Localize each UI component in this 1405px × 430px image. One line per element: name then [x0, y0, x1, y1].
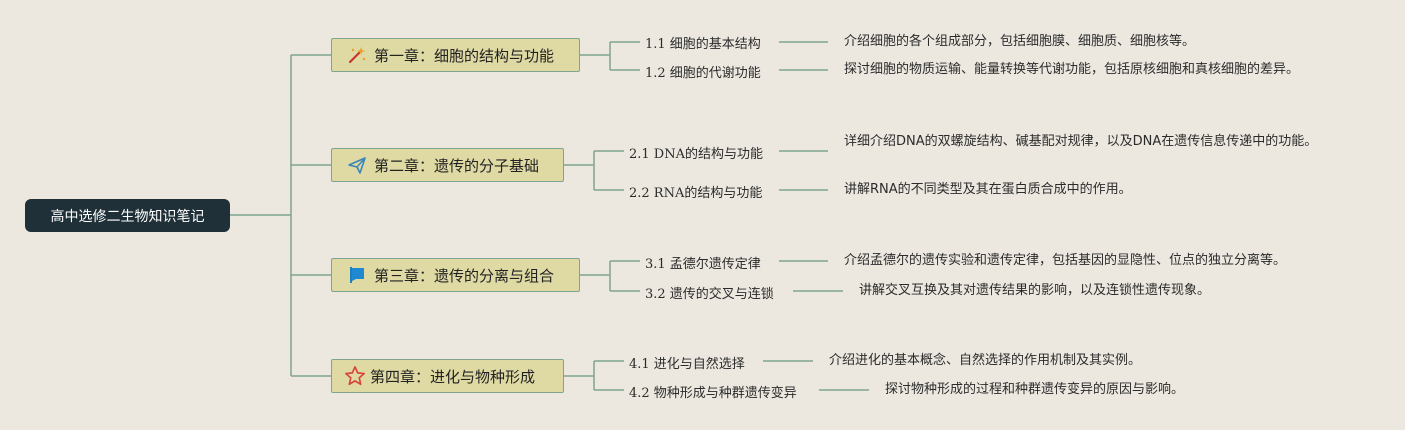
description-2-1[interactable]: 详细介绍DNA的双螺旋结构、碱基配对规律，以及DNA在遗传信息传递中的功能。	[844, 134, 1318, 149]
chapter-title-3: 第三章：遗传的分离与组合	[374, 266, 555, 285]
root-title: 高中选修二生物知识笔记	[50, 208, 205, 225]
description-4-2[interactable]: 探讨物种形成的过程和种群遗传变异的原因与影响。	[885, 382, 1185, 397]
chapter-node-3[interactable]: 第三章：遗传的分离与组合	[331, 258, 580, 292]
subtopic-1-2[interactable]: 1.2 细胞的代谢功能	[645, 66, 761, 81]
flag-icon	[346, 264, 368, 286]
description-3-1[interactable]: 介绍孟德尔的遗传实验和遗传定律，包括基因的显隐性、位点的独立分离等。	[844, 253, 1287, 268]
chapter-node-1[interactable]: 第一章：细胞的结构与功能	[331, 38, 580, 72]
description-1-1[interactable]: 介绍细胞的各个组成部分，包括细胞膜、细胞质、细胞核等。	[844, 34, 1196, 49]
subtopic-4-1[interactable]: 4.1 进化与自然选择	[629, 357, 745, 372]
chapter-title-2: 第二章：遗传的分子基础	[374, 156, 540, 175]
subtopic-2-2[interactable]: 2.2 RNA的结构与功能	[629, 186, 763, 201]
chapter-title-1: 第一章：细胞的结构与功能	[374, 46, 555, 65]
description-3-2[interactable]: 讲解交叉互换及其对遗传结果的影响，以及连锁性遗传现象。	[859, 283, 1211, 298]
description-2-2[interactable]: 讲解RNA的不同类型及其在蛋白质合成中的作用。	[844, 182, 1132, 197]
subtopic-3-1[interactable]: 3.1 孟德尔遗传定律	[645, 257, 761, 272]
star-icon	[344, 365, 366, 387]
paper-plane-icon	[346, 154, 368, 176]
chapter-node-2[interactable]: 第二章：遗传的分子基础	[331, 148, 564, 182]
description-1-2[interactable]: 探讨细胞的物质运输、能量转换等代谢功能，包括原核细胞和真核细胞的差异。	[844, 62, 1300, 77]
chapter-node-4[interactable]: 第四章：进化与物种形成	[331, 359, 564, 393]
subtopic-1-1[interactable]: 1.1 细胞的基本结构	[645, 37, 761, 52]
description-4-1[interactable]: 介绍进化的基本概念、自然选择的作用机制及其实例。	[829, 353, 1142, 368]
subtopic-4-2[interactable]: 4.2 物种形成与种群遗传变异	[629, 386, 797, 401]
subtopic-2-1[interactable]: 2.1 DNA的结构与功能	[629, 147, 763, 162]
chapter-title-4: 第四章：进化与物种形成	[370, 367, 536, 386]
magic-wand-icon	[346, 44, 368, 66]
subtopic-3-2[interactable]: 3.2 遗传的交叉与连锁	[645, 287, 774, 302]
root-node[interactable]: 高中选修二生物知识笔记	[25, 199, 230, 232]
